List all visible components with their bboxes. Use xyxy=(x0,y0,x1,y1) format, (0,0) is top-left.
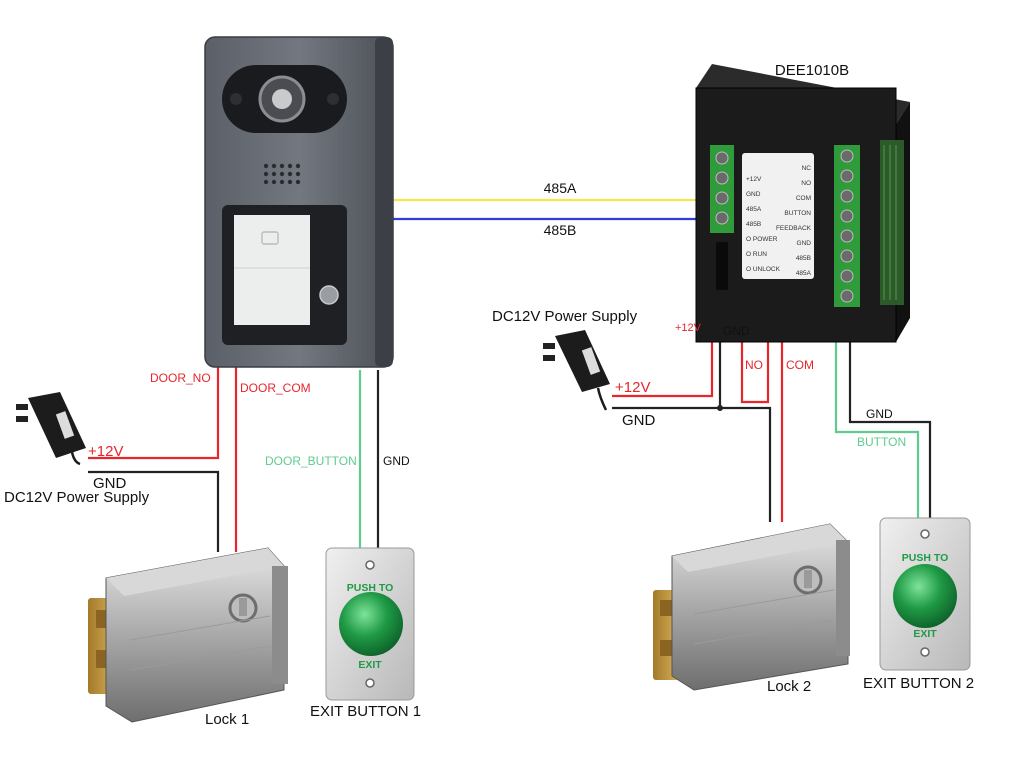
module-indicator: O UNLOCK xyxy=(746,266,781,273)
mod-gnd-label: GND xyxy=(723,324,750,338)
module-indicator: O RUN xyxy=(746,251,767,258)
dee1010b-module: +12V GND 485A 485B O POWER O RUN O UNLOC… xyxy=(695,64,910,343)
module-right-terminal: NC xyxy=(802,165,812,172)
call-button xyxy=(319,285,339,305)
module-right-terminal: BUTTON xyxy=(784,210,811,217)
psu2-title: DC12V Power Supply xyxy=(492,308,638,325)
module-right-terminal: FEEDBACK xyxy=(776,225,812,232)
name-card xyxy=(234,215,310,325)
no-label: NO xyxy=(745,358,763,372)
wire-button xyxy=(834,342,920,520)
exit-text: EXIT xyxy=(358,659,382,671)
power-adapter-icon xyxy=(16,392,86,466)
exit-text: EXIT xyxy=(913,628,937,640)
bus-b-label: 485B xyxy=(544,222,577,238)
speaker-grille-icon xyxy=(263,163,301,185)
wire-junction xyxy=(717,405,723,411)
wire-psu2-gnd xyxy=(612,406,772,522)
gnd-label-right: GND xyxy=(866,407,893,421)
electric-lock-2 xyxy=(653,523,850,691)
psu1-gnd-label: GND xyxy=(93,475,127,492)
door-station xyxy=(204,36,394,368)
psu2-plus-label: +12V xyxy=(615,379,650,396)
com-label: COM xyxy=(786,358,814,372)
door-button-label: DOOR_BUTTON xyxy=(265,454,357,468)
module-right-terminal: 485A xyxy=(796,270,812,277)
exit-button-2-label: EXIT BUTTON 2 xyxy=(863,675,974,692)
module-right-terminal: GND xyxy=(797,240,812,247)
psu1-title: DC12V Power Supply xyxy=(4,489,150,506)
lock1-label: Lock 1 xyxy=(205,711,249,728)
wire-mod-no xyxy=(740,340,770,404)
wire-psu1-gnd xyxy=(88,470,220,552)
card-reader-icon xyxy=(261,231,279,245)
push-to-text: PUSH TO xyxy=(347,582,393,594)
module-right-terminal: NO xyxy=(801,180,811,187)
module-label-sticker xyxy=(742,153,814,279)
lock2-label: Lock 2 xyxy=(767,678,811,695)
module-left-terminal: GND xyxy=(746,191,761,198)
psu1-plus-label: +12V xyxy=(88,443,123,460)
module-right-terminal: COM xyxy=(796,195,811,202)
push-to-text: PUSH TO xyxy=(902,552,948,564)
button-label: BUTTON xyxy=(857,435,906,449)
wire-psu2-plus xyxy=(612,330,714,398)
mod-plus-label: +12V xyxy=(675,322,702,334)
module-indicator: O POWER xyxy=(746,236,778,243)
door-no-label: DOOR_NO xyxy=(150,371,211,385)
power-adapter-icon xyxy=(543,330,610,411)
wire-gnd-right xyxy=(848,342,932,520)
gnd-label-left: GND xyxy=(383,454,410,468)
exit-button-2: PUSH TO EXIT xyxy=(879,517,971,671)
bus-a-label: 485A xyxy=(544,180,577,196)
push-button-dome-icon xyxy=(893,564,957,628)
exit-button-1: PUSH TO EXIT xyxy=(325,547,415,701)
door-com-label: DOOR_COM xyxy=(240,381,311,395)
module-right-terminal: 485B xyxy=(796,255,811,262)
module-left-terminal: 485B xyxy=(746,221,761,228)
module-left-terminal: 485A xyxy=(746,206,762,213)
psu2-gnd-label: GND xyxy=(622,412,656,429)
exit-button-1-label: EXIT BUTTON 1 xyxy=(310,703,421,720)
electric-lock-1 xyxy=(88,547,288,723)
module-left-terminal: +12V xyxy=(746,176,762,183)
wire-door-no xyxy=(88,355,220,460)
push-button-dome-icon xyxy=(339,592,403,656)
module-title: DEE1010B xyxy=(775,62,849,79)
